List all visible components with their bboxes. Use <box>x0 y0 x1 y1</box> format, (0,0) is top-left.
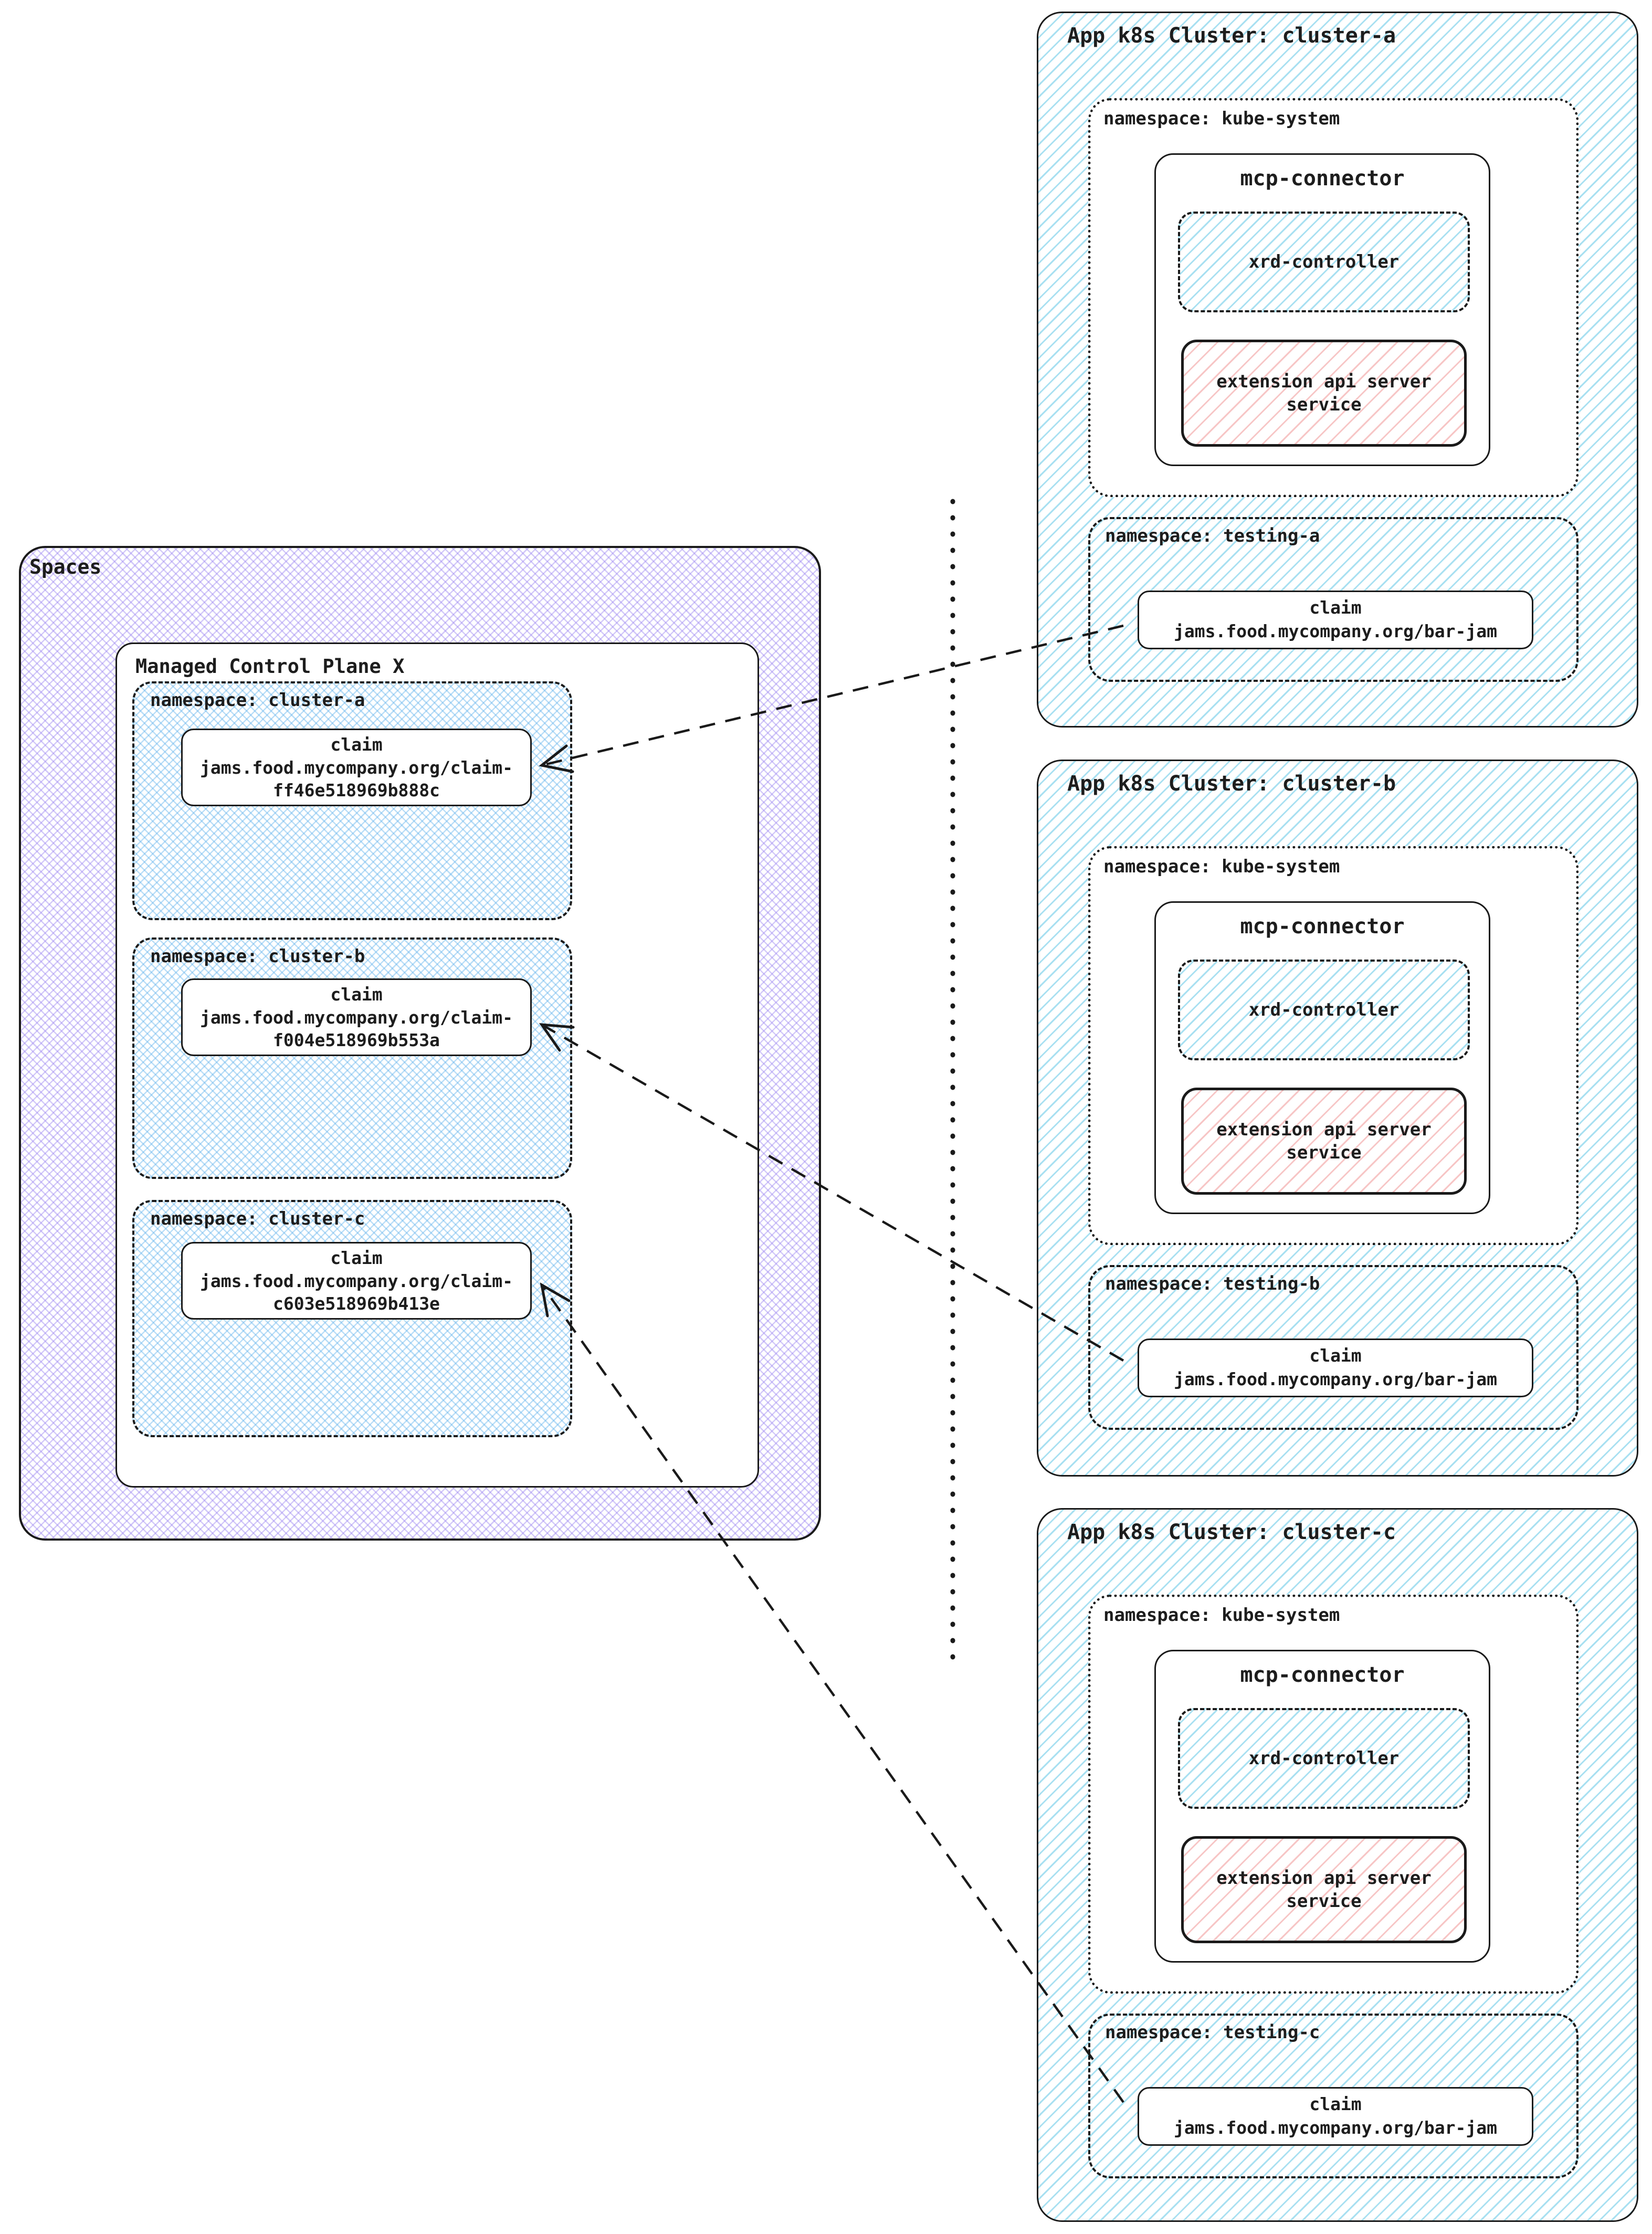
namespace-cluster-c-label: namespace: cluster-c <box>150 1208 365 1229</box>
claim-title: claim <box>330 734 383 755</box>
app-cluster-b-title: App k8s Cluster: cluster-b <box>1067 772 1396 796</box>
extension-api-server-label: extension api server service <box>1216 371 1432 415</box>
app-cluster-a-title: App k8s Cluster: cluster-a <box>1067 24 1396 48</box>
claim-box-cluster-c: claim jams.food.mycompany.org/claim-c603… <box>181 1242 532 1320</box>
app-cluster-c-card: App k8s Cluster: cluster-c namespace: ku… <box>1037 1508 1638 2222</box>
extension-api-server-label: extension api server service <box>1216 1119 1432 1163</box>
testing-a-label: namespace: testing-a <box>1105 525 1320 546</box>
mcp-connector-title: mcp-connector <box>1240 1663 1405 1687</box>
testing-c-label: namespace: testing-c <box>1105 2022 1320 2043</box>
extension-api-server-label: extension api server service <box>1216 1867 1432 1912</box>
mcp-connector-title: mcp-connector <box>1240 914 1405 939</box>
kube-system-label: namespace: kube-system <box>1103 108 1340 129</box>
mcp-connector-box: mcp-connector xrd-controller extension a… <box>1154 901 1490 1214</box>
claim-title: claim <box>1309 2094 1362 2114</box>
spaces-label: Spaces <box>29 555 102 578</box>
claim-box-bar-jam-c: claim jams.food.mycompany.org/bar-jam <box>1138 2087 1533 2146</box>
kube-system-box: namespace: kube-system mcp-connector xrd… <box>1088 98 1579 497</box>
claim-url: jams.food.mycompany.org/bar-jam <box>1174 1368 1497 1389</box>
mcp-connector-box: mcp-connector xrd-controller extension a… <box>1154 1650 1490 1963</box>
testing-b-box: namespace: testing-b claim jams.food.myc… <box>1088 1265 1579 1430</box>
managed-control-plane-label: Managed Control Plane X <box>135 655 405 678</box>
claim-box-cluster-a: claim jams.food.mycompany.org/claim-ff46… <box>181 729 532 806</box>
claim-url: jams.food.mycompany.org/bar-jam <box>1174 620 1497 641</box>
claim-box-bar-jam-a: claim jams.food.mycompany.org/bar-jam <box>1138 591 1533 649</box>
claim-title: claim <box>1309 1345 1362 1366</box>
claim-url: jams.food.mycompany.org/claim-c603e51896… <box>199 1270 513 1314</box>
namespace-cluster-a-label: namespace: cluster-a <box>150 690 365 711</box>
testing-b-label: namespace: testing-b <box>1105 1273 1320 1294</box>
xrd-controller-box: xrd-controller <box>1178 1708 1470 1809</box>
claim-title: claim <box>330 1248 383 1268</box>
xrd-controller-box: xrd-controller <box>1178 960 1470 1060</box>
claim-url: jams.food.mycompany.org/claim-f004e51896… <box>199 1007 513 1051</box>
xrd-controller-label: xrd-controller <box>1248 251 1400 272</box>
kube-system-label: namespace: kube-system <box>1103 1605 1340 1626</box>
extension-api-server-box: extension api server service <box>1181 1088 1467 1195</box>
mcp-connector-title: mcp-connector <box>1240 166 1405 191</box>
kube-system-box: namespace: kube-system mcp-connector xrd… <box>1088 846 1579 1245</box>
claim-url: jams.food.mycompany.org/bar-jam <box>1174 2117 1497 2138</box>
app-cluster-c-title: App k8s Cluster: cluster-c <box>1067 1520 1396 1544</box>
app-cluster-b-card: App k8s Cluster: cluster-b namespace: ku… <box>1037 760 1638 1477</box>
kube-system-box: namespace: kube-system mcp-connector xrd… <box>1088 1595 1579 1994</box>
extension-api-server-box: extension api server service <box>1181 1836 1467 1943</box>
app-cluster-a-card: App k8s Cluster: cluster-a namespace: ku… <box>1037 12 1638 728</box>
namespace-cluster-b-box: namespace: cluster-b <box>132 937 572 1179</box>
claim-url: jams.food.mycompany.org/claim-ff46e51896… <box>199 757 513 801</box>
kube-system-label: namespace: kube-system <box>1103 856 1340 877</box>
xrd-controller-label: xrd-controller <box>1248 1748 1400 1769</box>
mcp-connector-box: mcp-connector xrd-controller extension a… <box>1154 153 1490 466</box>
claim-title: claim <box>1309 597 1362 618</box>
xrd-controller-label: xrd-controller <box>1248 999 1400 1020</box>
testing-a-box: namespace: testing-a claim jams.food.myc… <box>1088 517 1579 682</box>
namespace-cluster-b-label: namespace: cluster-b <box>150 946 365 967</box>
testing-c-box: namespace: testing-c claim jams.food.myc… <box>1088 2014 1579 2178</box>
claim-title: claim <box>330 984 383 1005</box>
xrd-controller-box: xrd-controller <box>1178 212 1470 312</box>
claim-box-bar-jam-b: claim jams.food.mycompany.org/bar-jam <box>1138 1339 1533 1397</box>
extension-api-server-box: extension api server service <box>1181 340 1467 447</box>
claim-box-cluster-b: claim jams.food.mycompany.org/claim-f004… <box>181 978 532 1056</box>
